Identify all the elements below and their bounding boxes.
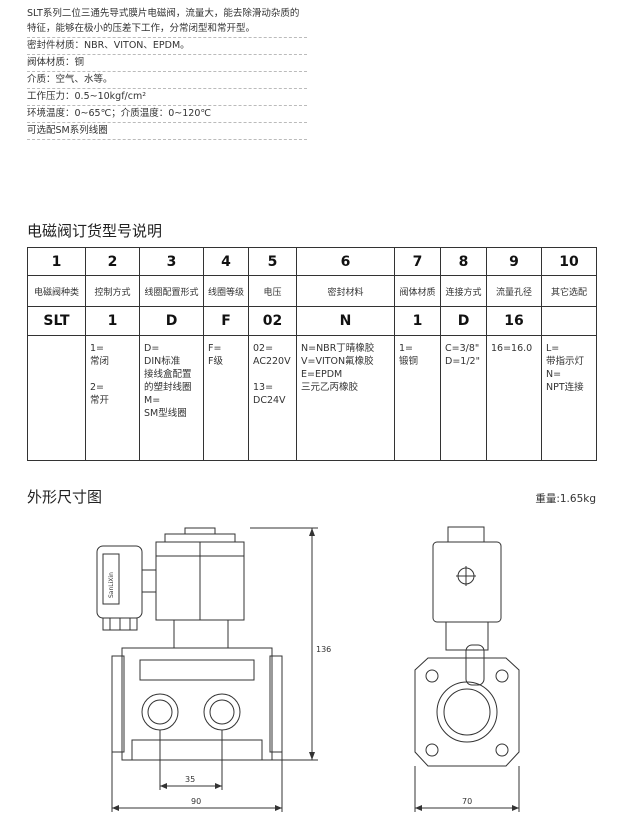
option-line: 02= xyxy=(253,343,274,354)
spec-line: 密封件材质：NBR、VITON、EPDM。 xyxy=(27,38,307,55)
col-name: 电压 xyxy=(248,275,297,307)
col-options: 16=16.0 xyxy=(486,335,542,461)
weight-label: 重量:1.65kg xyxy=(535,493,596,505)
option-line: 1= xyxy=(399,343,414,354)
option-line: 常闭 xyxy=(90,356,110,367)
option-line: 2= xyxy=(90,382,105,393)
connector-label-plate xyxy=(102,553,120,605)
option-line: L= xyxy=(546,343,560,354)
spec-line: 工作压力：0.5~10kgf/cm² xyxy=(27,89,307,106)
col-name: 流量孔径 xyxy=(486,275,542,307)
spec-line: 阀体材质：铜 xyxy=(27,55,307,72)
dim-side-width: 70 xyxy=(462,797,472,806)
option-line: 16=16.0 xyxy=(491,343,533,354)
col-options: 1= 常闭 2= 常开 xyxy=(85,335,140,461)
option-line: 13= xyxy=(253,382,274,393)
col-options: 02= AC220V 13= DC24V xyxy=(248,335,297,461)
col-options: D= DIN标准接线盒配置的塑封线圈 M= SM型线圈 xyxy=(139,335,204,461)
option-line: F级 xyxy=(208,356,223,367)
option-line: V=VITON氟橡胶 xyxy=(301,356,374,367)
option-line: DIN标准 xyxy=(144,356,181,367)
table-row-codes: SLT 1 D F 02 N 1 D 16 xyxy=(27,306,597,336)
option-line: F= xyxy=(208,343,222,354)
option-line: 的塑封线圈 xyxy=(144,382,192,393)
dim-height: 136 xyxy=(316,645,331,654)
option-line: 带指示灯 xyxy=(546,356,585,367)
intro-block: SLT系列二位三通先导式膜片电磁阀，流量大，能去除滑动杂质的特征，能够在极小的压… xyxy=(27,6,307,140)
side-coil xyxy=(432,541,502,623)
option-line: 1= xyxy=(90,343,105,354)
option-line: C=3/8" xyxy=(445,343,480,354)
col-options: 1= 锻铜 xyxy=(394,335,441,461)
option-line: D=1/2" xyxy=(445,356,480,367)
table-row-numbers: 1 2 3 4 5 6 7 8 9 10 xyxy=(27,247,597,276)
option-line: SM型线圈 xyxy=(144,408,187,419)
spec-line: 环境温度：0~65℃；介质温度：0~120℃ xyxy=(27,106,307,123)
col-name: 线圈等级 xyxy=(203,275,249,307)
col-number: 7 xyxy=(394,247,441,276)
spec-line: 介质：空气、水等。 xyxy=(27,72,307,89)
drawing-title: 外形尺寸图 xyxy=(27,488,103,506)
col-options: L= 带指示灯 N= NPT连接 xyxy=(541,335,597,461)
dim-front-width: 90 xyxy=(191,797,201,806)
option-line: N=NBR丁晴橡胶 xyxy=(301,343,375,354)
option-line: 接线盒配置 xyxy=(144,369,192,380)
option-line: M= xyxy=(144,395,161,406)
option-line: DC24V xyxy=(253,395,286,406)
order-code-table: 1 2 3 4 5 6 7 8 9 10 电磁阀种类 控制方式 线圈配置形式 线… xyxy=(27,247,597,461)
spec-list: 密封件材质：NBR、VITON、EPDM。 阀体材质：铜 介质：空气、水等。 工… xyxy=(27,38,307,140)
col-options: N=NBR丁晴橡胶 V=VITON氟橡胶 E=EPDM 三元乙丙橡胶 xyxy=(296,335,395,461)
option-line: N= xyxy=(546,369,562,380)
brand-label: SanLiXin xyxy=(108,572,115,598)
option-line: AC220V xyxy=(253,356,291,367)
spec-line: 可选配SM系列线圈 xyxy=(27,123,307,140)
col-options xyxy=(27,335,86,461)
option-line: D= xyxy=(144,343,160,354)
dim-port-spacing: 35 xyxy=(185,775,195,784)
col-code xyxy=(541,306,597,336)
col-code: 02 xyxy=(248,306,297,336)
col-name: 电磁阀种类 xyxy=(27,275,86,307)
option-line: 三元乙丙橡胶 xyxy=(301,382,359,393)
option-line: 常开 xyxy=(90,395,110,406)
col-number: 2 xyxy=(85,247,140,276)
option-line: NPT连接 xyxy=(546,382,584,393)
col-number: 8 xyxy=(440,247,487,276)
order-title: 电磁阀订货型号说明 xyxy=(27,222,163,240)
side-view xyxy=(414,526,520,812)
option-line: 锻铜 xyxy=(399,356,419,367)
option-line: E=EPDM xyxy=(301,369,343,380)
front-view xyxy=(96,527,318,812)
intro-description: SLT系列二位三通先导式膜片电磁阀，流量大，能去除滑动杂质的特征，能够在极小的压… xyxy=(27,6,307,38)
col-code: D xyxy=(139,306,204,336)
col-number: 1 xyxy=(27,247,86,276)
valve-body xyxy=(121,647,273,761)
col-code: N xyxy=(296,306,395,336)
col-name: 密封材料 xyxy=(296,275,395,307)
col-code: SLT xyxy=(27,306,86,336)
side-body xyxy=(414,657,520,767)
